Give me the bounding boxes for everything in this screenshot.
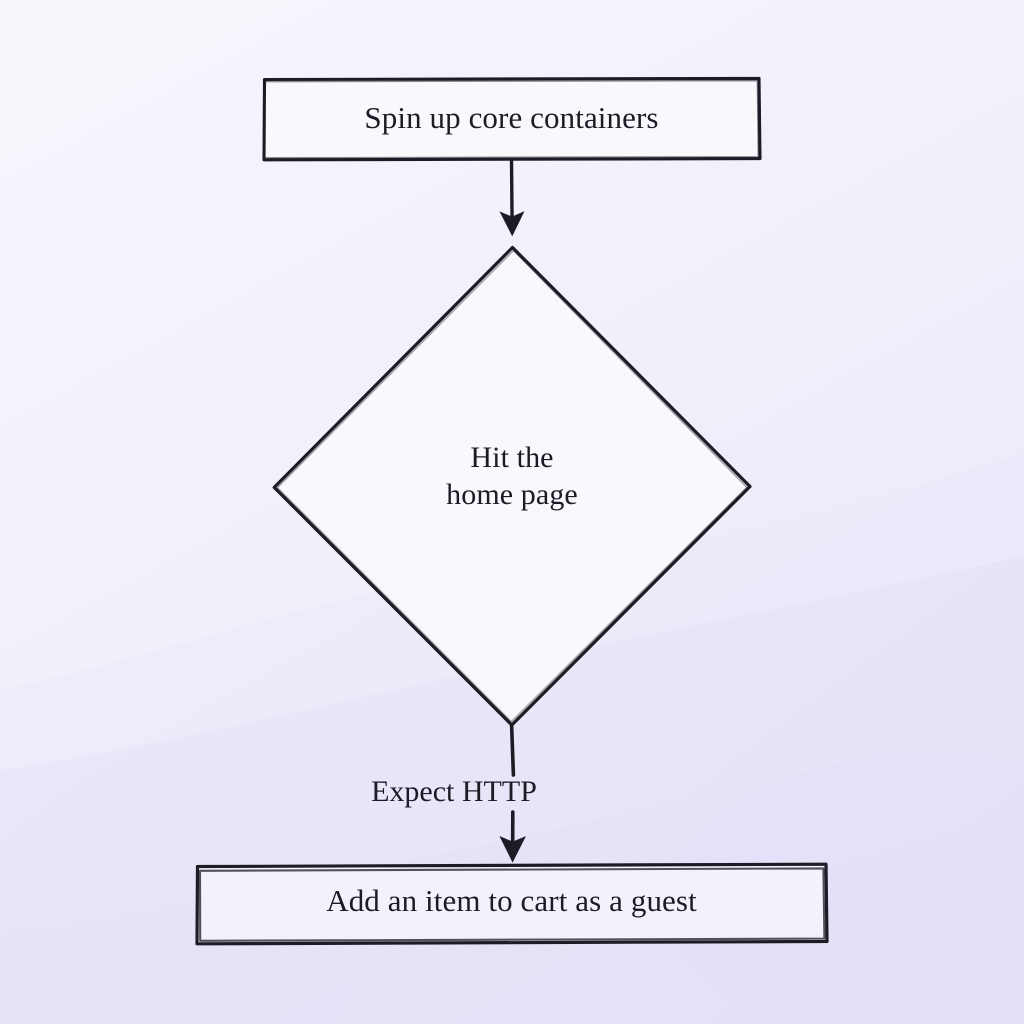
node-label-spin-up-core-containers: Spin up core containers	[364, 100, 659, 135]
node-label-hit-the-home-page: Hit the home page	[446, 441, 578, 511]
node-add-item-to-cart-as-guest[interactable]	[195, 862, 829, 946]
node-spin-up-core-containers[interactable]	[262, 76, 762, 162]
edge-containers-to-homepage	[499, 158, 525, 237]
node-label-add-item-to-cart-as-guest: Add an item to cart as a guest	[326, 883, 697, 918]
edge-homepage-to-cart	[499, 723, 526, 863]
edge-label-expect-http: Expect HTTP	[371, 775, 537, 808]
